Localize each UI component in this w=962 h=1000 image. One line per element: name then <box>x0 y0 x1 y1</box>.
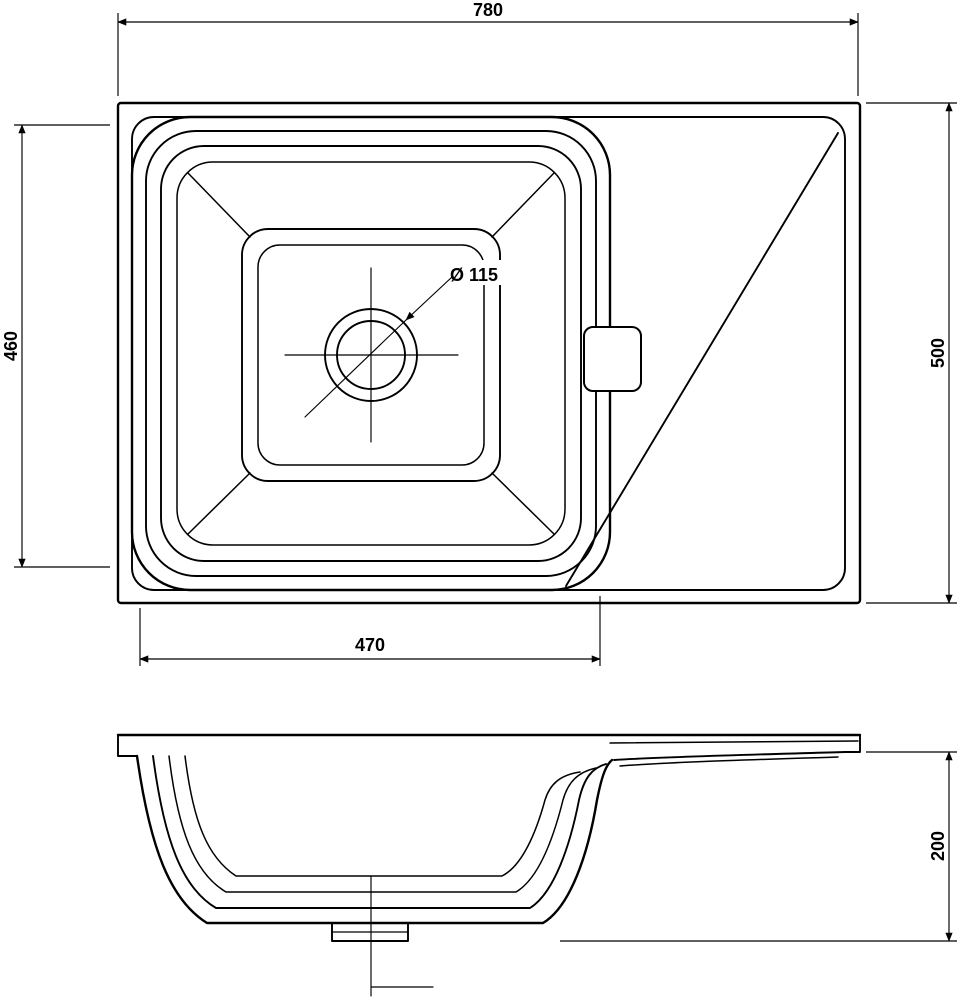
section-right-lip <box>844 734 861 753</box>
section-bowl-profile <box>135 754 614 925</box>
drain-diameter-label: Ø 115 <box>450 265 498 285</box>
dimension-top-width: 780 <box>117 0 859 96</box>
top-view: Ø 115 780 460 500 470 <box>1 0 957 666</box>
section-drainboard <box>609 740 859 767</box>
drain <box>284 267 459 443</box>
bowl-width-label: 470 <box>355 635 385 655</box>
drain-inner-circle <box>336 320 406 390</box>
top-width-label: 780 <box>473 0 503 20</box>
bowl-contours <box>130 115 612 592</box>
side-section-view: 200 <box>116 733 957 997</box>
rim-tab <box>583 326 642 392</box>
section-centerline <box>370 875 434 997</box>
sink-inner-rim <box>131 116 846 591</box>
drain-outer-circle <box>324 308 418 402</box>
dimension-bowl-width: 470 <box>139 596 601 666</box>
drain-diameter-callout: Ø 115 <box>304 260 524 418</box>
dimension-depth: 200 <box>560 751 957 942</box>
left-height-label: 460 <box>1 331 21 361</box>
sink-outer-edge <box>116 101 862 605</box>
dimension-right-height: 500 <box>866 102 957 604</box>
right-height-label: 500 <box>928 338 948 368</box>
drainboard-diagonal-line <box>565 132 839 587</box>
section-drain-stub <box>331 922 409 942</box>
dimension-left-height: 460 <box>1 124 110 568</box>
depth-label: 200 <box>928 831 948 861</box>
section-left-lip <box>117 734 138 757</box>
